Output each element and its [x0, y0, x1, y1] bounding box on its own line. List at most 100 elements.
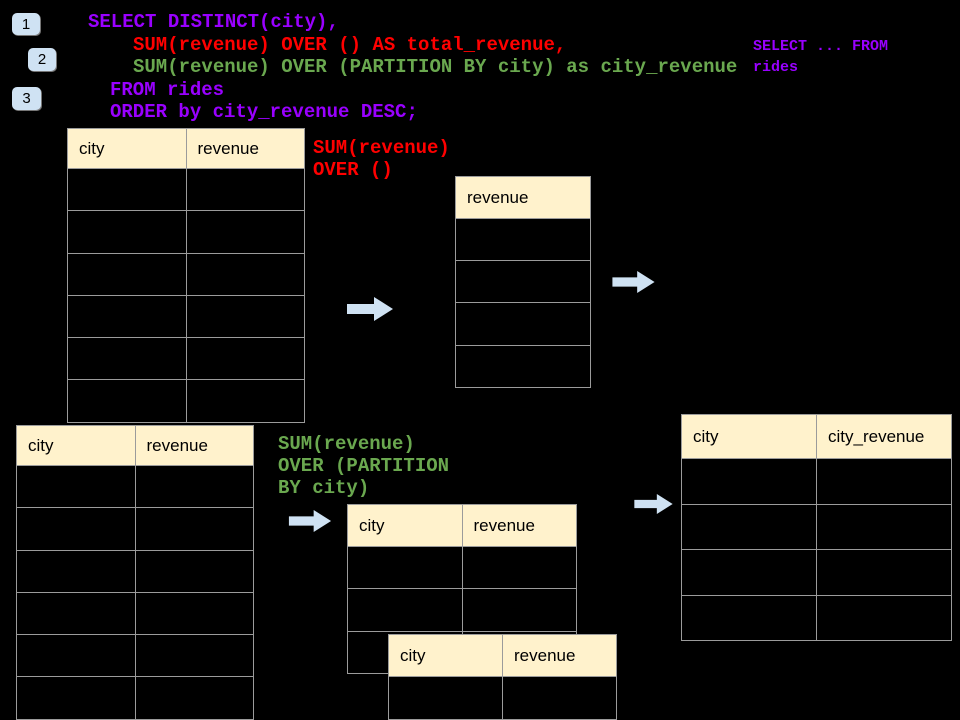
table-cell [817, 505, 951, 550]
table-cell [682, 550, 817, 595]
table-cell [68, 211, 187, 253]
table-cell [187, 380, 305, 421]
table-cell [348, 547, 463, 589]
table-cell [463, 589, 577, 630]
table-cell [136, 551, 254, 592]
table-cell [503, 677, 616, 719]
annotation-total-line2: OVER () [313, 159, 393, 181]
table-row [456, 219, 590, 262]
column-header-city: city [68, 129, 187, 168]
table-cell [68, 380, 187, 422]
step-badge-2: 2 [28, 48, 56, 71]
table-cell [456, 219, 590, 260]
column-header-revenue: revenue [467, 187, 529, 207]
table-row [17, 550, 254, 593]
table-cell [68, 169, 187, 211]
table-row [17, 508, 254, 551]
table-row [68, 380, 305, 422]
table-cell [68, 338, 187, 380]
sql-line-from: FROM rides [110, 79, 225, 101]
table-cell [136, 635, 254, 676]
side-note-rides: rides [753, 59, 799, 76]
sql-line-sum-partition: SUM(revenue) OVER (PARTITION BY city) as… [133, 56, 738, 78]
annotation-partition-line1: SUM(revenue) [278, 433, 415, 455]
column-header-revenue: revenue [473, 515, 535, 535]
table-cell [17, 466, 136, 508]
table-cell [17, 550, 136, 592]
table-row [17, 635, 254, 678]
table-cell [187, 296, 305, 337]
table-header-row: city revenue [68, 129, 304, 169]
table-cell [682, 459, 817, 504]
table-row [456, 346, 590, 387]
table-cell [456, 346, 590, 387]
step-badge-1: 1 [12, 13, 40, 35]
arrow-right-icon [347, 297, 393, 321]
annotation-partition-line2: OVER (PARTITION [278, 455, 450, 477]
sql-line-sum-over: SUM(revenue) OVER () AS total_revenue, [133, 34, 567, 56]
table-row [682, 504, 951, 550]
table-final-result: city city_revenue [681, 414, 952, 641]
side-note-select-from: SELECT ... FROM [753, 38, 889, 55]
table-row [682, 550, 951, 596]
table-cell [68, 253, 187, 295]
table-row [17, 466, 254, 509]
column-header-revenue: revenue [514, 645, 576, 665]
table-header-row: city revenue [348, 505, 576, 547]
table-cell [348, 589, 463, 631]
table-cell [17, 635, 136, 677]
sql-line-order-by: ORDER by city_revenue DESC; [110, 101, 418, 123]
table-cell [456, 303, 590, 344]
table-cell [463, 547, 577, 588]
table-cell [136, 677, 254, 718]
table-row [68, 253, 305, 296]
table-row [17, 592, 253, 636]
table-row [682, 459, 951, 505]
table-cell [136, 466, 254, 507]
table-cell [456, 261, 590, 302]
table-header-row: city revenue [389, 635, 616, 677]
table-row [348, 589, 577, 632]
table-cell [187, 211, 305, 252]
table-cell [17, 592, 136, 635]
column-header-revenue: revenue [197, 138, 259, 158]
table-total-revenue-result: revenue [455, 176, 591, 388]
table-row [68, 295, 305, 339]
annotation-total-line1: SUM(revenue) [313, 137, 450, 159]
table-cell [817, 596, 951, 641]
table-cell [682, 595, 817, 640]
step-badge-3: 3 [12, 87, 41, 110]
arrow-right-icon [288, 510, 332, 532]
table-cell [187, 254, 305, 295]
annotation-partition-line3: BY city) [278, 477, 370, 499]
table-cell [682, 504, 817, 549]
table-row [68, 338, 305, 381]
table-row [17, 677, 254, 719]
table-cell [68, 295, 187, 338]
table-row [456, 261, 590, 304]
table-rides-source-total: city revenue [67, 128, 305, 423]
table-cell [817, 459, 951, 504]
arrow-right-icon [611, 271, 656, 293]
table-cell [17, 677, 136, 719]
table-rides-source-partition: city revenue [16, 425, 254, 720]
table-row [348, 547, 577, 590]
table-cell [187, 338, 305, 379]
table-row [68, 169, 305, 212]
table-cell [136, 508, 254, 549]
column-header-revenue: revenue [146, 435, 208, 455]
table-row [682, 595, 951, 641]
arrow-right-icon [632, 494, 675, 514]
table-partition-intermediate: city revenue [347, 504, 577, 674]
table-cell [389, 677, 503, 719]
column-header-city-revenue: city_revenue [828, 426, 925, 446]
table-row [456, 303, 590, 346]
table-partition-intermediate-front: city revenue [388, 634, 617, 720]
column-header-city: city [682, 415, 817, 458]
table-cell [187, 169, 305, 210]
column-header-city: city [17, 426, 136, 465]
sql-line-select: SELECT DISTINCT(city), [88, 11, 339, 33]
table-header-row: city city_revenue [682, 415, 951, 459]
column-header-city: city [389, 635, 503, 676]
table-cell [817, 550, 951, 595]
